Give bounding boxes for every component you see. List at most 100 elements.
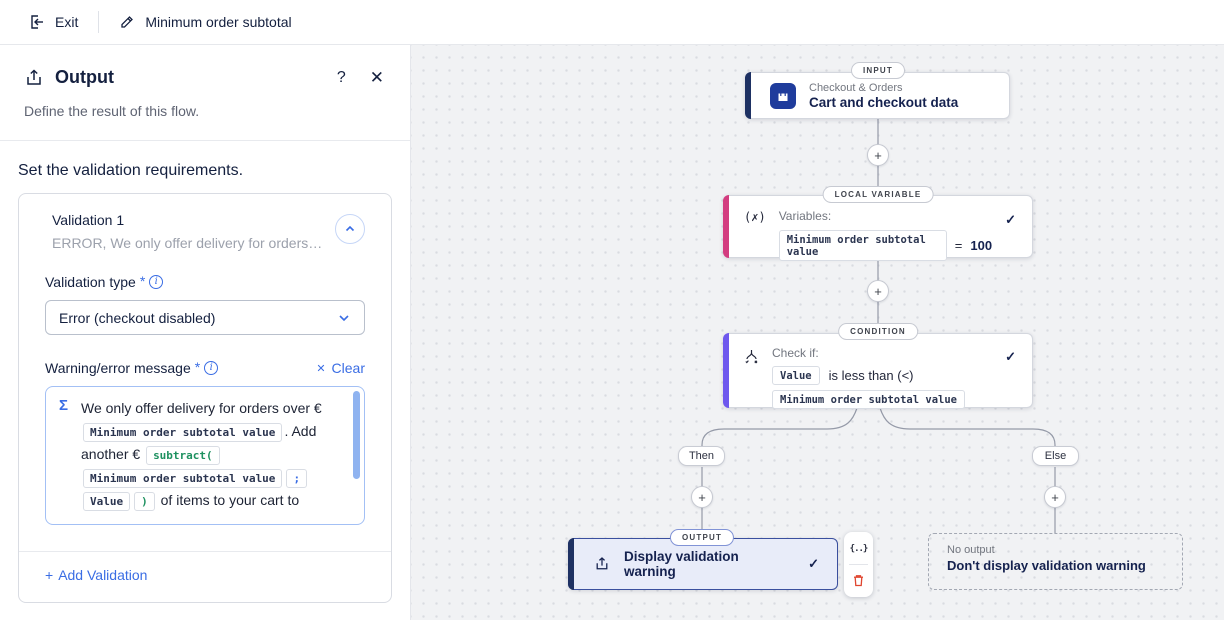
panel-actions: ? ✕ xyxy=(337,68,384,88)
add-step-button-2[interactable]: + xyxy=(867,280,889,302)
close-panel-button[interactable]: ✕ xyxy=(369,67,384,87)
message-token[interactable]: ; xyxy=(286,469,308,488)
validation-card-body: Validation 1 ERROR, We only offer delive… xyxy=(19,194,391,551)
topbar-divider xyxy=(98,11,100,33)
output-settings-panel: Output ? ✕ Define the result of this flo… xyxy=(0,45,411,620)
message-scrollbar-thumb[interactable] xyxy=(353,391,360,479)
flow-title-group[interactable]: Minimum order subtotal xyxy=(119,14,292,30)
toolbar-divider xyxy=(849,564,868,565)
input-node-category: Checkout & Orders xyxy=(809,81,903,94)
output-node-title: Display validation warning xyxy=(623,549,739,579)
input-node-accent xyxy=(745,72,751,119)
edit-code-button[interactable]: {..} xyxy=(844,536,873,562)
node-toolbar: {..} xyxy=(844,532,873,597)
validation-card: Validation 1 ERROR, We only offer delive… xyxy=(18,193,392,603)
chevron-up-icon xyxy=(345,225,355,232)
message-text: . Add another € xyxy=(81,423,317,462)
valid-check-icon: ✓ xyxy=(1005,349,1016,364)
message-token[interactable]: Value xyxy=(83,492,131,511)
value-chip: Value xyxy=(772,366,820,385)
help-button[interactable]: ? xyxy=(336,68,346,86)
input-badge: INPUT xyxy=(851,62,905,79)
message-text: of items to your cart to xyxy=(156,492,300,508)
plus-glyph: + xyxy=(874,283,882,299)
condition-node[interactable]: Check if: Value is less than (<) Minimum… xyxy=(723,333,1033,409)
local-variable-badge: LOCAL VARIABLE xyxy=(822,186,934,203)
validation-summary: ERROR, We only offer delivery for orders… xyxy=(52,235,323,251)
no-output-label: No output xyxy=(947,544,995,556)
condition-branch-icon xyxy=(745,350,758,364)
local-variable-node[interactable]: (✗) Variables: Minimum order subtotal va… xyxy=(723,195,1033,261)
panel-subtitle: Define the result of this flow. xyxy=(0,88,410,141)
valid-check-icon: ✓ xyxy=(808,556,819,571)
output-upload-icon xyxy=(596,557,608,570)
validation-card-footer: + Add Validation xyxy=(19,551,391,602)
else-branch-pill[interactable]: Else xyxy=(1032,446,1079,466)
message-token[interactable]: ) xyxy=(134,492,155,511)
no-output-title: Don't display validation warning xyxy=(947,558,1146,573)
input-node[interactable]: Checkout & Orders Cart and checkout data xyxy=(745,72,1010,119)
no-output-node[interactable]: No output Don't display validation warni… xyxy=(928,533,1183,590)
validation-header-row: Validation 1 ERROR, We only offer delive… xyxy=(45,212,365,251)
variable-node-texts: Variables: Minimum order subtotal value … xyxy=(778,209,992,261)
main-area: Output ? ✕ Define the result of this flo… xyxy=(0,45,1224,620)
validation-type-value: Error (checkout disabled) xyxy=(59,309,216,326)
plus-glyph: + xyxy=(698,489,706,505)
condition-badge: CONDITION xyxy=(838,323,918,340)
message-token[interactable]: subtract( xyxy=(146,446,220,465)
equals-sign: = xyxy=(954,238,963,253)
output-node-accent xyxy=(568,538,574,590)
validation-header-texts: Validation 1 ERROR, We only offer delive… xyxy=(45,212,322,251)
message-editor[interactable]: Σ We only offer delivery for orders over… xyxy=(45,386,365,525)
collapse-validation-button[interactable] xyxy=(335,214,365,244)
variable-chip: Minimum order subtotal value xyxy=(778,230,947,261)
check-if-label: Check if: xyxy=(772,346,819,360)
message-text: We only offer delivery for orders over € xyxy=(81,400,322,416)
validation-type-select[interactable]: Error (checkout disabled) xyxy=(45,300,365,335)
clear-message-button[interactable]: ✕ Clear xyxy=(316,360,365,376)
plus-glyph: + xyxy=(1051,489,1059,505)
required-marker: * xyxy=(139,272,146,289)
shopping-bag-icon xyxy=(770,82,796,109)
input-node-title: Cart and checkout data xyxy=(809,94,959,110)
exit-label: Exit xyxy=(55,14,79,30)
valid-check-icon: ✓ xyxy=(1005,212,1016,227)
formula-sigma-icon: Σ xyxy=(59,397,69,414)
condition-node-accent xyxy=(723,333,729,408)
message-token[interactable]: Minimum order subtotal value xyxy=(83,469,283,488)
add-step-button-then[interactable]: + xyxy=(691,486,713,508)
message-label: Warning/error message xyxy=(45,360,191,376)
compare-chip: Minimum order subtotal value xyxy=(772,390,966,409)
clear-x-icon: ✕ xyxy=(316,362,326,375)
section-title: Set the validation requirements. xyxy=(18,162,244,179)
message-token[interactable]: Minimum order subtotal value xyxy=(83,423,283,442)
message-editor-content[interactable]: We only offer delivery for orders over €… xyxy=(81,397,353,512)
add-validation-button[interactable]: + Add Validation xyxy=(45,567,147,583)
code-braces-icon: {..} xyxy=(849,544,869,554)
chevron-down-icon xyxy=(339,314,349,321)
add-step-button-1[interactable]: + xyxy=(867,144,889,166)
output-badge: OUTPUT xyxy=(669,529,735,546)
add-step-button-else[interactable]: + xyxy=(1044,486,1066,508)
flow-canvas[interactable]: INPUT Checkout & Orders Cart and checkou… xyxy=(411,45,1224,620)
info-icon-2[interactable]: i xyxy=(204,361,219,375)
clear-label: Clear xyxy=(331,360,365,376)
exit-icon xyxy=(31,15,43,29)
exit-button[interactable]: Exit xyxy=(28,13,78,31)
output-upload-icon xyxy=(27,68,41,85)
delete-node-button[interactable] xyxy=(844,567,873,593)
variable-value: 100 xyxy=(970,238,993,253)
flow-connectors xyxy=(701,119,1056,538)
message-label-row: Warning/error message * i ✕ Clear xyxy=(45,358,365,377)
trash-icon xyxy=(854,574,863,586)
panel-header: Output ? ✕ xyxy=(0,45,410,88)
required-marker-2: * xyxy=(194,358,201,375)
edit-pencil-icon xyxy=(121,16,134,28)
panel-title: Output xyxy=(55,67,114,87)
add-validation-label: Add Validation xyxy=(58,567,148,583)
then-branch-pill[interactable]: Then xyxy=(678,446,725,466)
variable-assignment-row: Minimum order subtotal value = 100 xyxy=(778,230,993,261)
variable-node-accent xyxy=(723,195,729,258)
info-icon[interactable]: i xyxy=(149,275,164,289)
condition-node-texts: Check if: Value is less than (<) Minimum… xyxy=(772,346,966,409)
